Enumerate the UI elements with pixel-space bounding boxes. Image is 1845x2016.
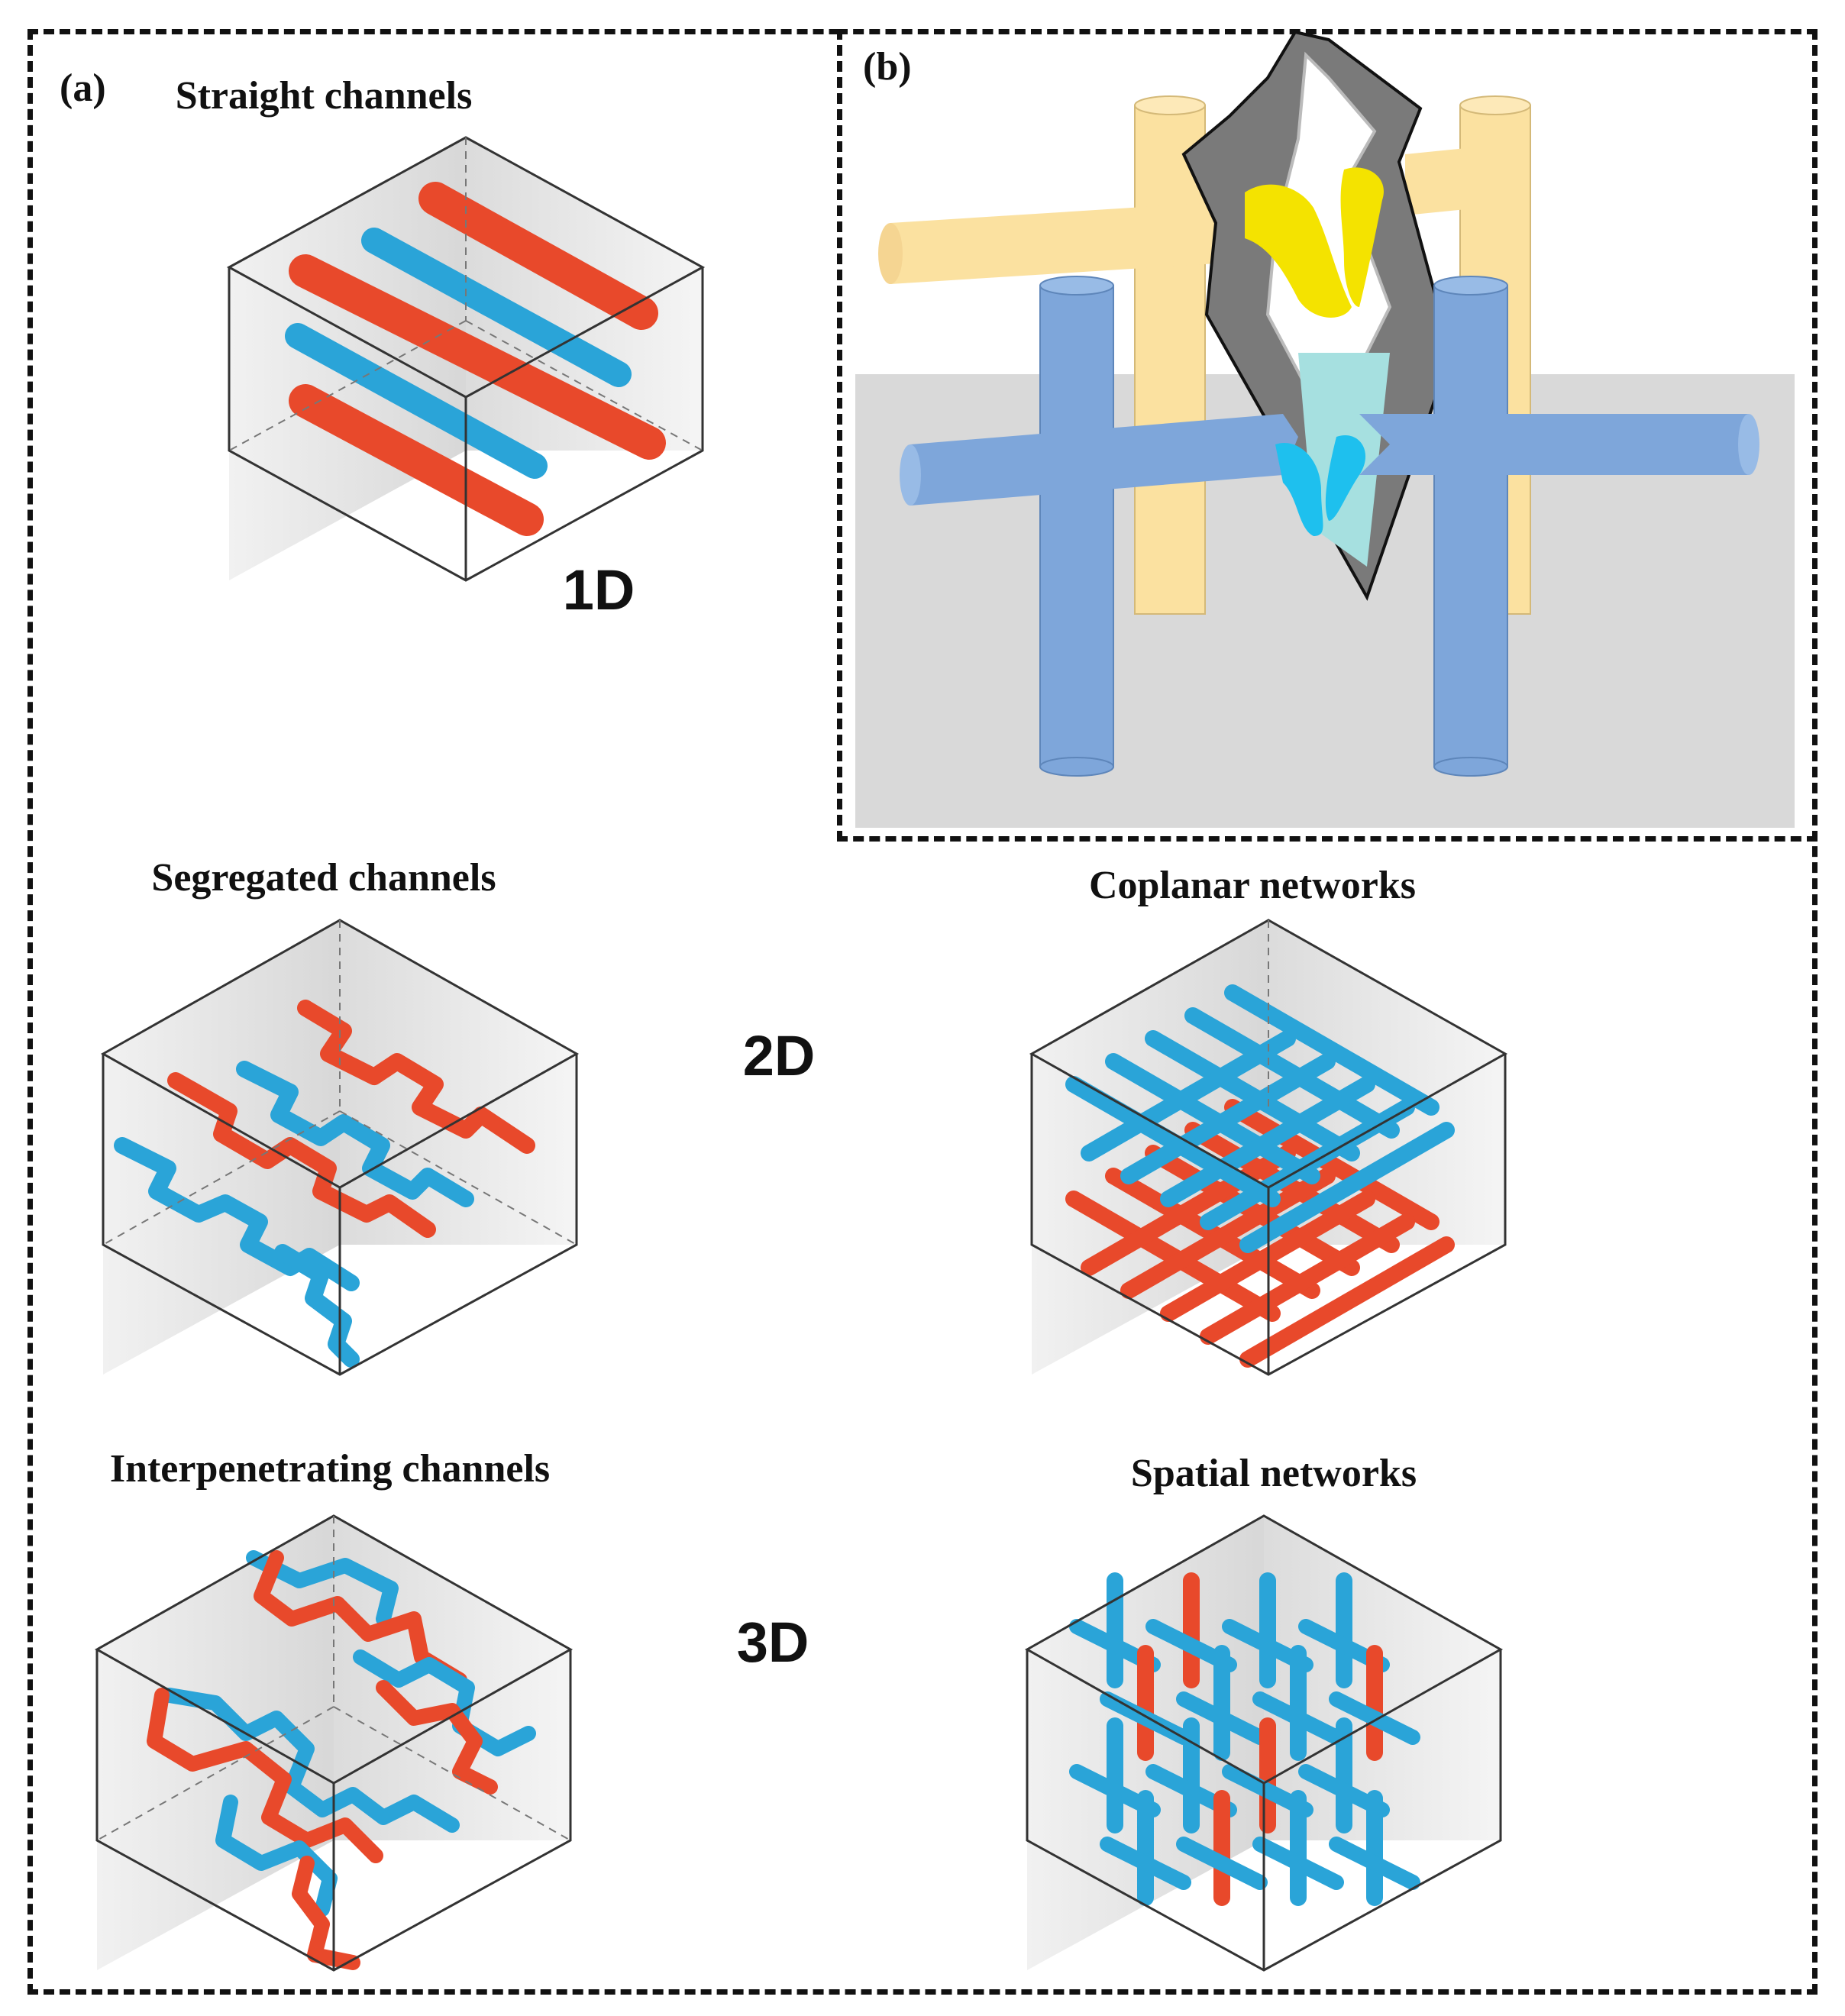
dimension-label-2d: 2D: [742, 1024, 816, 1087]
panel-b-label: (b): [863, 45, 912, 89]
caption-interpenetrating-channels: Interpenetrating channels: [109, 1447, 551, 1491]
channel-tube: [1100, 1837, 1191, 1890]
channel-tube: [1252, 1837, 1344, 1890]
channel-tube: [1224, 984, 1439, 1116]
channel-tube: [1224, 1099, 1439, 1230]
yellow-vertical-vessel-left: [1134, 95, 1206, 615]
cube-straight-channels: [226, 136, 706, 582]
channel-tube: [1239, 1122, 1455, 1253]
channel-tube: [1120, 1168, 1336, 1299]
channel-tube: [1329, 1837, 1420, 1890]
cube-interpenetrating-channels: [94, 1514, 574, 1972]
channel-tube: [1081, 1145, 1296, 1276]
cube-segregated-channels: [100, 919, 580, 1376]
healing-agent-cyan: [1275, 435, 1366, 536]
blue-vertical-vessel-left: [1039, 276, 1114, 777]
channel-tube: [1081, 1030, 1296, 1161]
channel-tube: [1252, 1691, 1344, 1745]
self-healing-vascular-diagram: [855, 30, 1795, 828]
channel-tube: [1200, 1213, 1415, 1345]
yellow-horizontal-vessel: [878, 147, 1512, 284]
panel-a-label: (a): [60, 66, 106, 110]
dimension-label-1d: 1D: [562, 558, 635, 622]
caption-spatial-networks: Spatial networks: [1130, 1452, 1417, 1495]
cube-coplanar-networks: [1029, 919, 1508, 1376]
channel-tube: [1120, 1053, 1336, 1184]
channel-tube: [1176, 1691, 1268, 1745]
blue-vertical-vessel-right: [1433, 276, 1508, 777]
channel-tube: [1329, 1691, 1420, 1745]
channel-tube: [1239, 1236, 1455, 1368]
caption-coplanar-networks: Coplanar networks: [1088, 864, 1417, 907]
dimension-label-3d: 3D: [736, 1611, 809, 1674]
cube-spatial-networks: [1024, 1514, 1504, 1972]
cube-right-face: [340, 920, 577, 1245]
channel-tube: [1160, 1076, 1375, 1207]
spatial-lattice: [1069, 1572, 1420, 1906]
blue-horizontal-vessel: [900, 414, 1759, 506]
caption-straight-channels: Straight channels: [175, 74, 473, 118]
channel-tube: [1176, 1837, 1268, 1890]
healing-agent-yellow: [1245, 167, 1384, 318]
caption-segregated-channels: Segregated channels: [151, 856, 496, 900]
